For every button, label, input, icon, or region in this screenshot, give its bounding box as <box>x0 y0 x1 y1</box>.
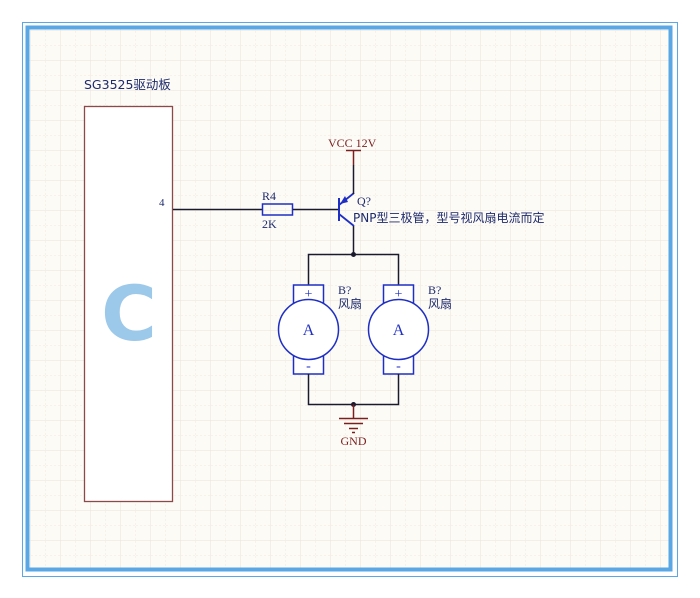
fan-2-designator: B? <box>428 283 441 297</box>
vcc-label: VCC 12V <box>328 136 377 150</box>
wire-top-bus <box>307 253 400 285</box>
pin-number-label: 4 <box>159 197 165 209</box>
fan-motor-2[interactable]: + - A B? 风扇 <box>367 283 453 375</box>
fan-1-minus-sign: - <box>306 359 311 374</box>
transistor-description: PNP型三极管，型号视风扇电流而定 <box>353 210 544 225</box>
driver-board-title: SG3525驱动板 <box>84 77 171 92</box>
fan-2-motor-circle <box>367 298 430 361</box>
fan-1-name: 风扇 <box>338 296 362 311</box>
fan-2-plus-sign: + <box>395 287 403 302</box>
watermark-letter: C <box>101 269 157 358</box>
fan-1-designator: B? <box>338 283 351 297</box>
fan-motor-1[interactable]: + - A B? 风扇 <box>277 283 363 375</box>
fan-1-symbol: A <box>303 322 315 339</box>
fan-2-minus-sign: - <box>396 359 401 374</box>
gnd-label: GND <box>341 434 367 448</box>
driver-board-component[interactable]: SG3525驱动板 4 C <box>83 77 174 503</box>
resistor-value: 2K <box>262 217 277 231</box>
pnp-transistor-q[interactable]: Q? PNP型三极管，型号视风扇电流而定 <box>338 192 544 227</box>
driver-board-body <box>83 105 174 503</box>
resistor-designator: R4 <box>262 189 276 203</box>
sheet-border <box>25 25 673 572</box>
resistor-r4[interactable]: R4 2K <box>261 189 294 231</box>
gnd-power-port[interactable]: GND <box>339 404 368 449</box>
fan-1-plus-sign: + <box>305 287 313 302</box>
vcc-power-port[interactable]: VCC 12V <box>328 136 377 165</box>
transistor-designator: Q? <box>357 194 371 208</box>
transistor-collector-leg <box>338 213 355 227</box>
transistor-emitter-arrow-icon <box>340 196 348 204</box>
fan-2-name: 风扇 <box>428 296 452 311</box>
fan-2-symbol: A <box>393 322 405 339</box>
resistor-body <box>261 203 294 216</box>
fan-1-motor-circle <box>277 298 340 361</box>
